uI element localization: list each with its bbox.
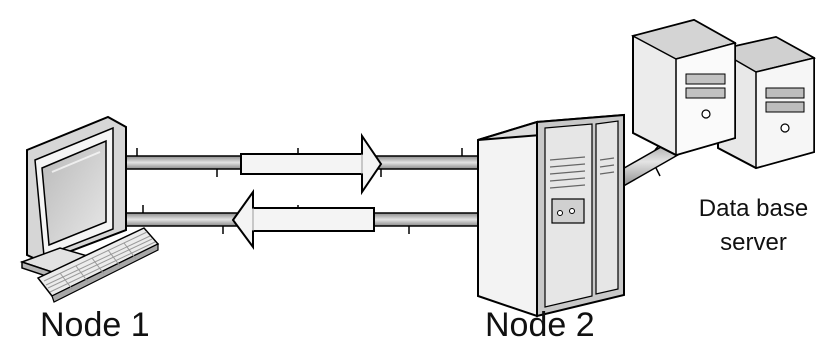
desktop-computer-icon	[19, 115, 160, 303]
keyboard-icon	[36, 227, 160, 303]
database-label-line2: server	[720, 229, 787, 256]
database-server-icon	[630, 18, 817, 170]
node1-label: Node 1	[40, 306, 150, 344]
arrow-left-icon	[231, 188, 375, 251]
database-server-label: Data base server	[676, 192, 831, 260]
database-label-line1: Data base	[698, 195, 809, 222]
arrow-right-icon	[240, 132, 383, 196]
node2-label: Node 2	[485, 306, 595, 344]
tower-server-icon	[477, 113, 625, 318]
